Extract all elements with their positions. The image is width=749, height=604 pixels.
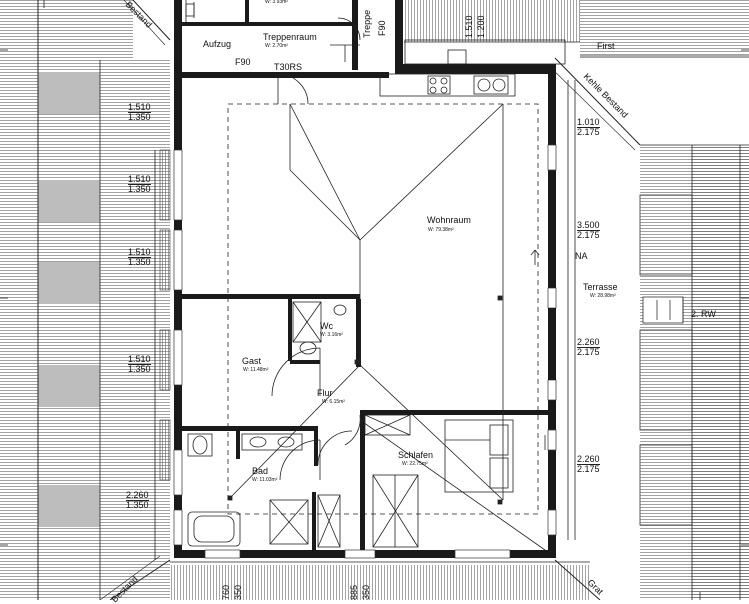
room-name-wc: Wc: [320, 321, 333, 331]
roof-tile-block: [38, 365, 100, 407]
dimension-top-a: 1.510: [464, 15, 474, 38]
room-name-terrasse: Terrasse: [583, 282, 618, 292]
room-area-bad: W: 11.03m²: [252, 477, 278, 483]
door-flur: [317, 430, 353, 466]
dimension-bottom-1a: 760: [221, 584, 231, 600]
door-gast: [271, 347, 321, 397]
roof-tile-block: [38, 485, 100, 527]
dimension-bottom-2b: 350: [361, 584, 371, 600]
room-name-treppenraum: Treppenraum: [263, 32, 317, 42]
roof-hatching-bottom: [99, 555, 601, 600]
door-rating: T30RS: [274, 62, 303, 72]
annotation-na: NA: [575, 251, 588, 261]
kitchen-counter: [379, 73, 516, 97]
roof-tile-block: [38, 180, 100, 222]
room-name-gast: Gast: [242, 356, 262, 366]
roof-hatching-left: [0, 0, 171, 600]
roof-hatching-right: [547, 0, 749, 600]
roof-tile-block: [38, 262, 100, 304]
door-treppenraum: [277, 73, 309, 105]
bed: [444, 419, 514, 493]
room-area-gast: W: 11.48m²: [243, 367, 269, 373]
room-area-treppenraum: W: 2.70m²: [265, 43, 288, 49]
roof-hatching-top: [123, 0, 580, 46]
interior-walls: [182, 294, 548, 550]
room-name-flur: Flur: [317, 388, 333, 398]
roof-outline-dashed: [227, 103, 539, 515]
bathtub: [187, 511, 241, 547]
roof-tile-block: [38, 72, 100, 114]
annotation-first: First: [597, 41, 615, 51]
room-name-schlafen: Schlafen: [398, 450, 434, 460]
room-name-aufzug: Aufzug: [203, 39, 232, 49]
room-name-wohnraum: Wohnraum: [427, 215, 471, 225]
room-area-wc: W: 3.16m²: [320, 332, 343, 338]
wardrobe: [372, 474, 419, 548]
dimension-bottom-1b: 350: [233, 584, 243, 600]
fire-rating-right: F90: [377, 20, 387, 36]
shower: [269, 499, 309, 545]
room-area-schlafen: W: 22.75m²: [402, 461, 428, 467]
dimension-top-b: 1.200: [476, 15, 486, 38]
windows: [173, 144, 557, 559]
room-name-treppe: Treppe: [362, 9, 372, 38]
door-bad: [279, 439, 321, 481]
room-area-terrasse: W: 28.98m²: [590, 293, 616, 299]
room-area-top: W: 3.93m²: [265, 0, 288, 5]
dimension-bottom-2a: 885: [349, 584, 359, 600]
fire-rating-left: F90: [235, 57, 251, 67]
room-name-bad: Bad: [252, 466, 269, 476]
room-area-flur: W: 6.15m²: [322, 399, 345, 405]
room-area-wohnraum: W: 79.38m²: [428, 227, 454, 233]
annotation-2-rw: 2. RW: [691, 309, 716, 319]
